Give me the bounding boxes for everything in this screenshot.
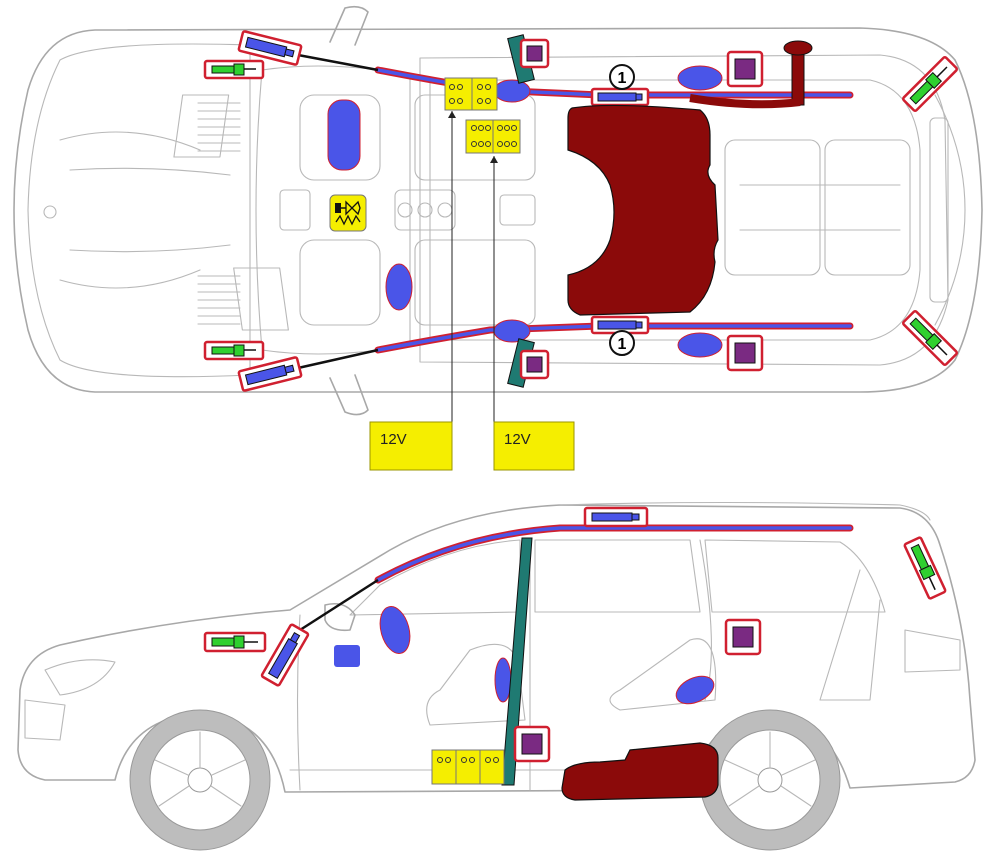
top-mirror-left bbox=[329, 5, 369, 46]
fuel-filler-neck bbox=[689, 40, 813, 109]
marker-pillar-left-label: 1 bbox=[618, 70, 627, 87]
side-bpillar bbox=[501, 537, 533, 786]
rear-side-airbag-top-right bbox=[677, 332, 723, 358]
side-grille bbox=[24, 699, 66, 741]
side-rear-sensor bbox=[903, 536, 947, 600]
module-top-2 bbox=[726, 50, 764, 88]
side-module-2 bbox=[513, 725, 551, 763]
side-pretensioner bbox=[260, 623, 310, 687]
cable-lower bbox=[297, 348, 379, 370]
top-view: 1 1 bbox=[13, 5, 983, 471]
battery-label-left-text: 12V bbox=[380, 431, 407, 448]
side-module-1 bbox=[724, 618, 762, 656]
battery-label-right-text: 12V bbox=[504, 431, 531, 448]
battery-top-right bbox=[465, 119, 521, 154]
battery-label-left: 12V bbox=[369, 421, 453, 471]
front-sensor-lower bbox=[203, 340, 265, 361]
pillar-sensor-top-right bbox=[590, 315, 650, 335]
module-top-1 bbox=[519, 38, 550, 69]
top-windshield bbox=[255, 65, 411, 355]
side-seat-rear bbox=[609, 638, 717, 711]
side-view bbox=[17, 501, 976, 851]
top-rear-window bbox=[929, 117, 949, 303]
top-cabin-outline bbox=[419, 54, 949, 366]
battery-leader-lines bbox=[448, 111, 498, 422]
side-taillamp bbox=[904, 629, 961, 673]
hood-crease-lower bbox=[59, 269, 201, 289]
cable-upper bbox=[297, 53, 379, 72]
driver-airbag-top bbox=[327, 99, 361, 171]
front-emblem-icon bbox=[43, 205, 57, 219]
pretensioner-top-left bbox=[237, 30, 303, 66]
side-batteries bbox=[431, 749, 505, 785]
side-seat-front bbox=[426, 643, 526, 726]
marker-pillar-right-label: 1 bbox=[618, 336, 627, 353]
rear-sensor-upper bbox=[902, 56, 958, 112]
marker-pillar-left: 1 bbox=[609, 64, 635, 90]
rear-side-airbag-top-left bbox=[677, 65, 723, 91]
side-roof-rail bbox=[559, 501, 931, 521]
marker-pillar-right: 1 bbox=[609, 330, 635, 356]
side-roof-sensor bbox=[583, 506, 649, 528]
top-seats bbox=[279, 94, 911, 326]
side-wheel-front bbox=[129, 709, 271, 851]
top-mirror-right bbox=[329, 374, 369, 416]
pillar-sensor-top-left bbox=[590, 87, 650, 107]
side-knee-airbag bbox=[334, 645, 360, 667]
side-airbag-top-left bbox=[493, 79, 531, 103]
hood-crease-upper bbox=[59, 131, 201, 151]
side-cable bbox=[299, 578, 379, 632]
battery-top-left bbox=[444, 77, 498, 111]
knee-airbag-top bbox=[385, 263, 413, 311]
side-rear-hatch bbox=[819, 569, 881, 701]
side-window-front bbox=[349, 539, 521, 616]
side-window-middle bbox=[534, 539, 701, 613]
side-front-airbag bbox=[379, 606, 411, 654]
pretensioner-top-right bbox=[237, 356, 303, 392]
side-mirror bbox=[324, 602, 356, 632]
side-wheel-rear bbox=[699, 709, 841, 851]
hood-line-bottom bbox=[69, 244, 231, 253]
top-view-body-outline bbox=[13, 27, 983, 393]
module-top-3 bbox=[519, 349, 550, 380]
side-headlamp bbox=[44, 659, 116, 696]
side-window-rear bbox=[704, 539, 886, 613]
side-rear-airbag bbox=[675, 675, 715, 705]
side-airbag-top-right bbox=[493, 319, 531, 343]
top-rear-detail bbox=[934, 94, 966, 326]
top-cabin-inner bbox=[429, 79, 921, 341]
module-top-4 bbox=[726, 334, 764, 372]
side-fuel-tank bbox=[561, 742, 719, 801]
side-front-sensor bbox=[203, 631, 267, 653]
top-front-grilles bbox=[173, 94, 289, 331]
fuel-tank-top bbox=[567, 104, 719, 316]
control-unit-icon bbox=[329, 194, 367, 232]
side-seat-airbag bbox=[494, 657, 512, 703]
top-view-hood-outline bbox=[27, 43, 251, 378]
hood-line-top bbox=[69, 167, 231, 176]
front-sensor-upper bbox=[203, 59, 265, 80]
rear-sensor-lower bbox=[902, 310, 958, 366]
battery-label-right: 12V bbox=[493, 421, 575, 471]
